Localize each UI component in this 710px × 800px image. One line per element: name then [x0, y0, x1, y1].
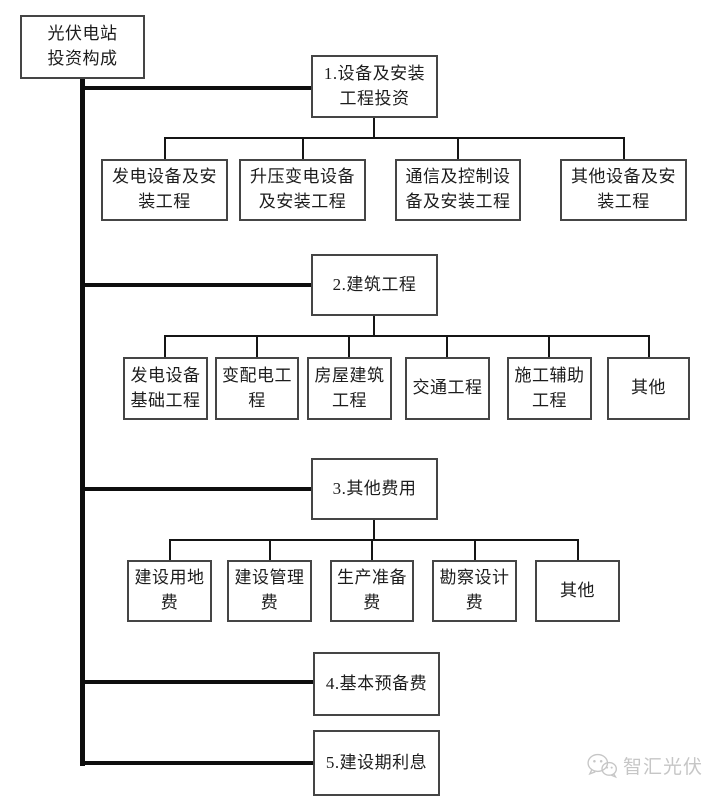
branch-connector-2: [85, 283, 311, 287]
stem-line-2: [373, 316, 375, 336]
tick-line-3-1: [169, 539, 171, 560]
tick-line-2-6: [648, 335, 650, 357]
child-node-3-4: 勘察设计 费: [432, 560, 517, 622]
child-node-2-3: 房屋建筑 工程: [307, 357, 392, 420]
tick-line-2-4: [446, 335, 448, 357]
child-node-1-3: 通信及控制设 备及安装工程: [395, 159, 521, 221]
tick-line-2-2: [256, 335, 258, 357]
tick-line-1-2: [302, 137, 304, 159]
branch-node-4: 4.基本预备费: [313, 652, 440, 716]
branch-node-3: 3.其他费用: [311, 458, 438, 520]
branch-node-1: 1.设备及安装 工程投资: [311, 55, 438, 118]
child-node-1-2: 升压变电设备 及安装工程: [239, 159, 366, 221]
child-node-2-6: 其他: [607, 357, 690, 420]
branch-connector-1: [85, 86, 311, 90]
child-node-3-3: 生产准备 费: [330, 560, 414, 622]
child-node-2-4: 交通工程: [405, 357, 490, 420]
tick-line-2-3: [348, 335, 350, 357]
tick-line-1-4: [623, 137, 625, 159]
branch-node-5: 5.建设期利息: [313, 730, 440, 796]
watermark: 智汇光伏: [586, 752, 703, 779]
branch-node-2: 2.建筑工程: [311, 254, 438, 316]
tick-line-3-5: [577, 539, 579, 560]
child-node-3-5: 其他: [535, 560, 620, 622]
tick-line-2-5: [548, 335, 550, 357]
child-node-3-1: 建设用地 费: [127, 560, 212, 622]
tick-line-3-3: [371, 539, 373, 560]
trunk-line: [80, 79, 85, 766]
tick-line-3-4: [474, 539, 476, 560]
branch-connector-5: [85, 761, 313, 765]
branch-connector-4: [85, 680, 313, 684]
child-node-2-5: 施工辅助 工程: [507, 357, 592, 420]
child-node-1-4: 其他设备及安 装工程: [560, 159, 687, 221]
child-node-1-1: 发电设备及安 装工程: [101, 159, 228, 221]
tick-line-1-3: [457, 137, 459, 159]
wechat-icon: [586, 752, 618, 779]
rail-line-3: [169, 539, 579, 541]
tick-line-2-1: [164, 335, 166, 357]
child-node-2-1: 发电设备 基础工程: [123, 357, 208, 420]
branch-connector-3: [85, 487, 311, 491]
child-node-2-2: 变配电工 程: [215, 357, 299, 420]
stem-line-1: [373, 118, 375, 138]
root-node: 光伏电站 投资构成: [20, 15, 145, 79]
watermark-text: 智汇光伏: [623, 757, 704, 778]
rail-line-2: [164, 335, 650, 337]
tick-line-1-1: [164, 137, 166, 159]
child-node-3-2: 建设管理 费: [227, 560, 312, 622]
tick-line-3-2: [269, 539, 271, 560]
rail-line-1: [164, 137, 625, 139]
stem-line-3: [373, 520, 375, 540]
